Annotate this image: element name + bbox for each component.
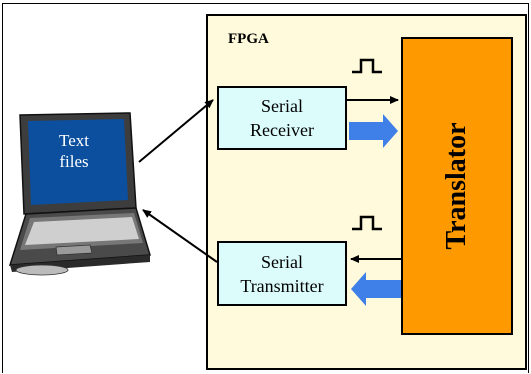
laptop-screen-line-1: Text: [59, 131, 89, 150]
fpga-label: FPGA: [228, 31, 269, 47]
serial-receiver-line-1: Serial: [261, 96, 303, 116]
laptop-screen-text: Text files: [38, 130, 110, 172]
serial-transmitter-block: Serial Transmitter: [217, 241, 347, 306]
laptop-to-receiver-arrow: [138, 99, 214, 163]
laptop-screen-line-2: files: [59, 152, 89, 171]
serial-receiver-block: Serial Receiver: [217, 86, 347, 150]
laptop-icon: [8, 112, 151, 276]
receiver-clock-pulse-icon: [352, 58, 382, 74]
figure-frame: [2, 3, 529, 373]
serial-transmitter-line-1: Serial: [261, 251, 303, 272]
receiver-data-arrow: [349, 114, 398, 148]
transmitter-to-laptop-arrow: [142, 209, 218, 263]
serial-receiver-line-2: Receiver: [250, 120, 314, 140]
transmitter-data-arrow: [351, 272, 401, 306]
translator-block: [401, 37, 513, 335]
transmitter-clock-pulse-icon: [352, 215, 382, 231]
serial-transmitter-line-2: Transmitter: [240, 275, 324, 296]
